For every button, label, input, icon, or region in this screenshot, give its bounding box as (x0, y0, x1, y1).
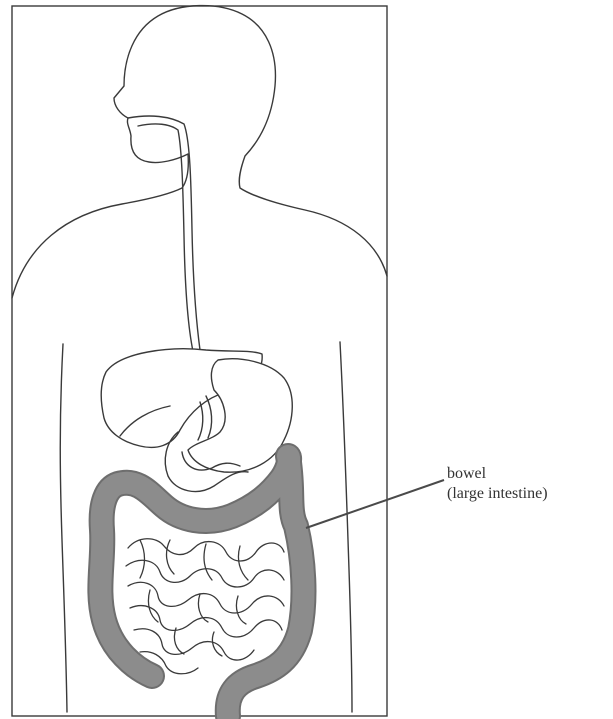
small-intestine (126, 539, 284, 674)
large-intestine (100, 456, 303, 716)
bowel-leader-line (306, 480, 444, 528)
large-intestine-label: (large intestine) (447, 486, 548, 502)
bowel-label: bowel (447, 466, 486, 482)
esophagus (128, 116, 220, 366)
